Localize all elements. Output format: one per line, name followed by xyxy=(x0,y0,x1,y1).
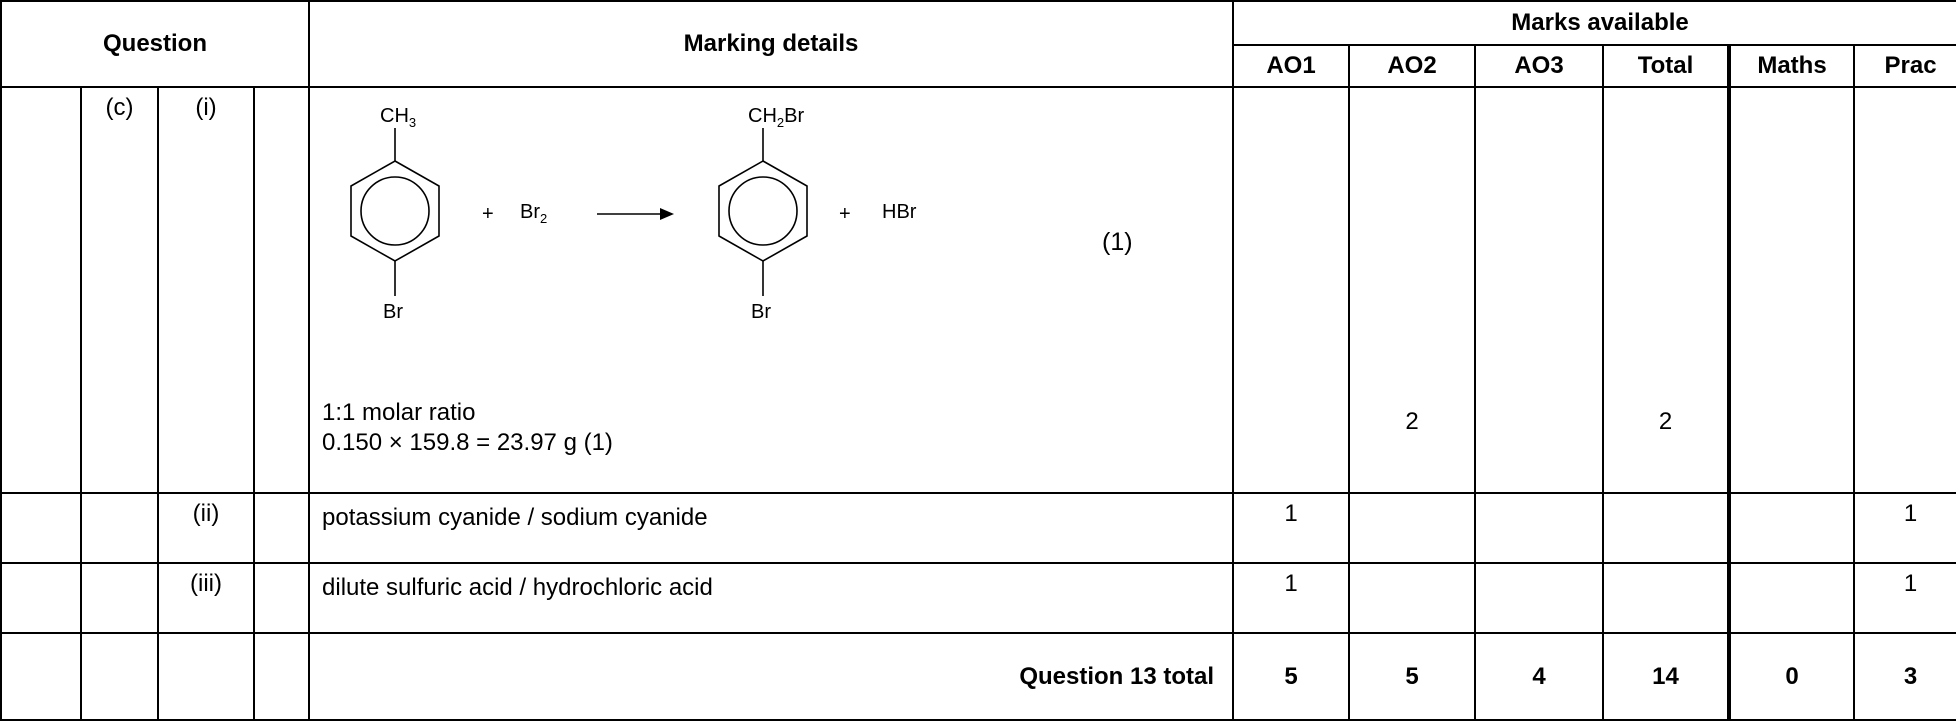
mark-prac: 1 xyxy=(1853,562,1956,634)
svg-text:Br2: Br2 xyxy=(520,201,547,226)
product-top-tail: Br xyxy=(784,105,804,127)
reactant-bottom-label: Br xyxy=(383,301,403,323)
subpart-label: (i) xyxy=(157,86,255,494)
total-ao1: 5 xyxy=(1232,632,1351,721)
total-prac: 3 xyxy=(1853,632,1956,721)
reaction-diagram: CH3 Br + Br2 CH2Br Br + HBr xyxy=(350,105,917,323)
mark-ao2 xyxy=(1348,492,1477,564)
col-ao1-header: AO1 xyxy=(1232,44,1351,88)
table-row: (ii) potassium cyanide / sodium cyanide … xyxy=(0,492,1956,564)
subpart-label: (iii) xyxy=(157,562,255,634)
product-top-label: CH xyxy=(748,105,777,127)
marking-detail-cell: CH3 Br + Br2 CH2Br Br + HBr (1) 1:1 mola… xyxy=(308,86,1235,494)
question-number-cell xyxy=(0,632,82,721)
mark-ao1: 1 xyxy=(1232,562,1351,634)
mark-total: 2 xyxy=(1602,86,1731,494)
mark-maths xyxy=(1727,86,1856,494)
col-ao3-header: AO3 xyxy=(1474,44,1605,88)
marking-details-header: Marking details xyxy=(308,0,1235,88)
detail-line: 0.150 × 159.8 = 23.97 g (1) xyxy=(322,429,613,456)
total-ao3: 4 xyxy=(1474,632,1605,721)
svg-text:CH2Br: CH2Br xyxy=(748,105,804,130)
marking-detail-cell: potassium cyanide / sodium cyanide xyxy=(308,492,1235,564)
question-total-label: Question 13 total xyxy=(308,632,1235,721)
mark-prac xyxy=(1853,86,1956,494)
col-maths-header: Maths xyxy=(1727,44,1856,88)
plus-sign-2: + xyxy=(839,203,851,225)
equation-mark: (1) xyxy=(1102,228,1133,256)
subpart-label: (ii) xyxy=(157,492,255,564)
mark-ao1 xyxy=(1232,86,1351,494)
spacer-cell xyxy=(252,562,311,634)
part-label: (c) xyxy=(80,86,159,494)
question-number-cell xyxy=(0,86,82,494)
mark-maths xyxy=(1727,562,1856,634)
marks-available-header: Marks available xyxy=(1232,0,1956,46)
part-label xyxy=(80,632,159,721)
spacer-cell xyxy=(252,492,311,564)
mark-ao3 xyxy=(1474,562,1605,634)
detail-line: 1:1 molar ratio xyxy=(322,399,476,426)
total-maths: 0 xyxy=(1727,632,1856,721)
question-number-cell xyxy=(0,492,82,564)
reagent-label: Br xyxy=(520,201,540,223)
mark-maths xyxy=(1727,492,1856,564)
reagent-subscript: 2 xyxy=(540,211,547,226)
marking-detail-cell: dilute sulfuric acid / hydrochloric acid xyxy=(308,562,1235,634)
product-top-subscript: 2 xyxy=(777,115,784,130)
col-total-header: Total xyxy=(1602,44,1731,88)
mark-ao3 xyxy=(1474,492,1605,564)
reactant-top-label: CH xyxy=(380,105,409,127)
mark-ao1: 1 xyxy=(1232,492,1351,564)
part-label xyxy=(80,492,159,564)
mark-total xyxy=(1602,562,1731,634)
mark-prac: 1 xyxy=(1853,492,1956,564)
spacer-cell xyxy=(252,86,311,494)
total-ao2: 5 xyxy=(1348,632,1477,721)
reactant-top-subscript: 3 xyxy=(409,115,416,130)
question-header: Question xyxy=(0,0,311,88)
product-bottom-label: Br xyxy=(751,301,771,323)
total-total: 14 xyxy=(1602,632,1731,721)
subpart-label xyxy=(157,632,255,721)
mark-ao3 xyxy=(1474,86,1605,494)
table-row: (c) (i) xyxy=(0,86,1956,494)
mark-ao2: 2 xyxy=(1348,86,1477,494)
mark-total xyxy=(1602,492,1731,564)
reaction-equation: CH3 Br + Br2 CH2Br Br + HBr (1) xyxy=(322,98,1222,398)
col-prac-header: Prac xyxy=(1853,44,1956,88)
question-number-cell xyxy=(0,562,82,634)
svg-text:CH3: CH3 xyxy=(380,105,416,130)
col-ao2-header: AO2 xyxy=(1348,44,1477,88)
part-label xyxy=(80,562,159,634)
byproduct-label: HBr xyxy=(882,201,917,223)
mark-ao2 xyxy=(1348,562,1477,634)
plus-sign: + xyxy=(482,203,494,225)
spacer-cell xyxy=(252,632,311,721)
table-row: (iii) dilute sulfuric acid / hydrochlori… xyxy=(0,562,1956,634)
total-row: Question 13 total 5 5 4 14 0 3 xyxy=(0,632,1956,721)
